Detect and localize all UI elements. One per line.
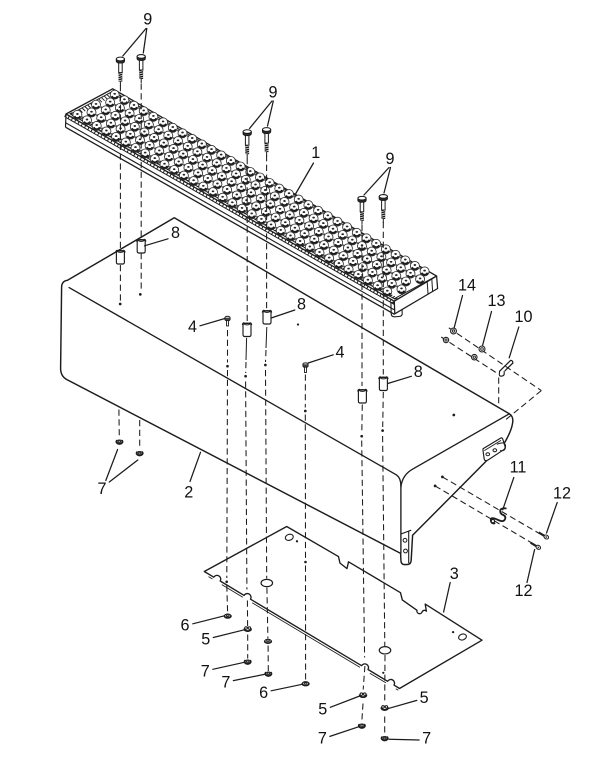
svg-text:2: 2 xyxy=(184,483,193,501)
svg-text:13: 13 xyxy=(487,292,505,310)
svg-text:6: 6 xyxy=(180,617,189,635)
svg-text:8: 8 xyxy=(414,363,423,381)
svg-text:7: 7 xyxy=(318,730,327,748)
svg-text:10: 10 xyxy=(514,308,532,326)
svg-text:6: 6 xyxy=(259,684,268,702)
svg-text:1: 1 xyxy=(311,144,320,162)
svg-text:7: 7 xyxy=(201,662,210,680)
svg-text:4: 4 xyxy=(188,318,197,336)
svg-text:8: 8 xyxy=(171,224,180,242)
svg-text:5: 5 xyxy=(201,631,210,649)
svg-text:5: 5 xyxy=(318,701,327,719)
svg-text:12: 12 xyxy=(514,582,532,600)
svg-text:12: 12 xyxy=(553,485,571,503)
svg-text:3: 3 xyxy=(450,565,459,583)
svg-text:9: 9 xyxy=(143,11,152,29)
svg-text:9: 9 xyxy=(385,150,394,168)
svg-text:9: 9 xyxy=(268,84,277,102)
svg-text:7: 7 xyxy=(97,480,106,498)
svg-text:7: 7 xyxy=(422,730,431,748)
svg-text:11: 11 xyxy=(510,459,527,477)
svg-text:4: 4 xyxy=(335,344,344,362)
svg-text:7: 7 xyxy=(221,674,230,692)
svg-text:8: 8 xyxy=(297,295,306,313)
svg-text:5: 5 xyxy=(420,689,429,707)
svg-text:14: 14 xyxy=(458,277,476,295)
